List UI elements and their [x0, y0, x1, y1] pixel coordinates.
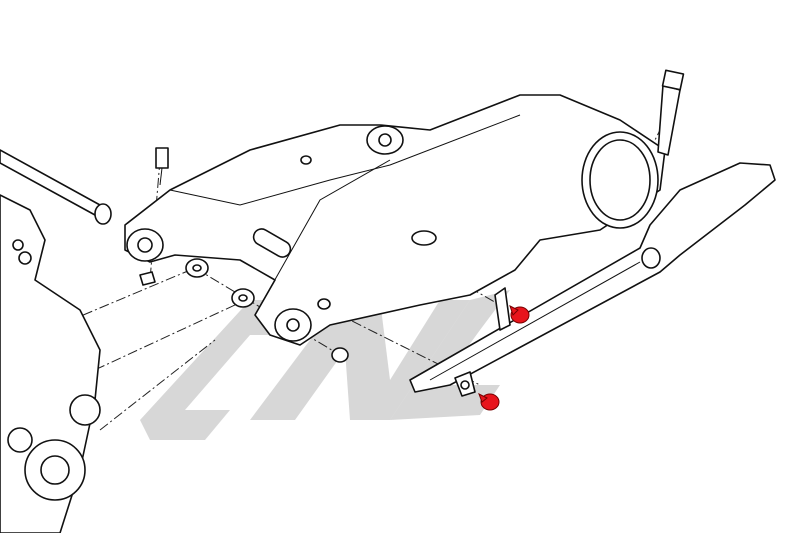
chain-guide-screws: [478, 305, 530, 411]
circlip: [331, 347, 349, 363]
axle: [0, 149, 112, 225]
small-bolt: [139, 147, 169, 286]
upper-bolt: [657, 69, 685, 156]
chain-guide: [409, 162, 776, 397]
engine-case: [0, 194, 101, 533]
swingarm: [124, 94, 666, 346]
washers: [185, 258, 331, 310]
